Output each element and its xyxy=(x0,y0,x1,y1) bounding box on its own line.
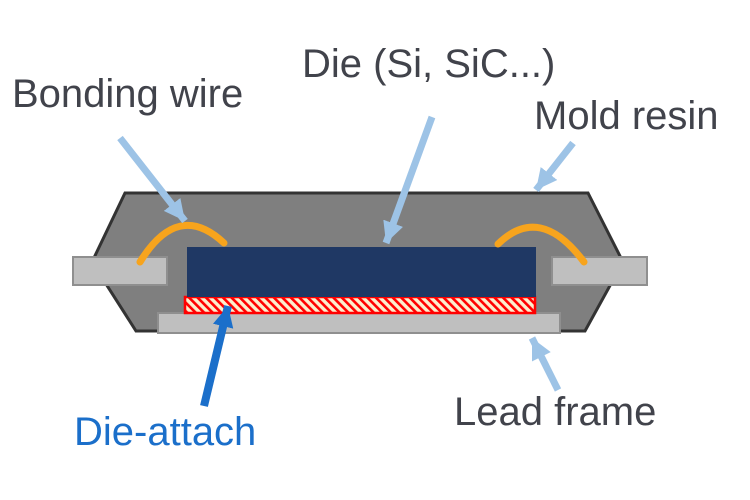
lead-tab-right xyxy=(551,256,648,286)
die-label: Die (Si, SiC...) xyxy=(302,42,556,86)
die-body xyxy=(187,247,536,297)
bonding-wire-right xyxy=(494,223,588,266)
die-attach-label: Die-attach xyxy=(74,410,257,454)
mold-resin-label: Mold resin xyxy=(534,94,719,138)
bonding-wire-left xyxy=(136,222,228,266)
lead-frame-label: Lead frame xyxy=(454,390,657,434)
mold-resin-arrow xyxy=(533,140,576,193)
lead-frame-arrow xyxy=(528,336,562,392)
die-attach-arrow xyxy=(200,305,234,407)
bonding-wire-arrow xyxy=(117,135,188,224)
die-arrow xyxy=(382,115,436,245)
die-attach-layer xyxy=(183,295,537,315)
bonding-wire-label: Bonding wire xyxy=(12,72,244,116)
lead-tab-left xyxy=(72,256,168,286)
